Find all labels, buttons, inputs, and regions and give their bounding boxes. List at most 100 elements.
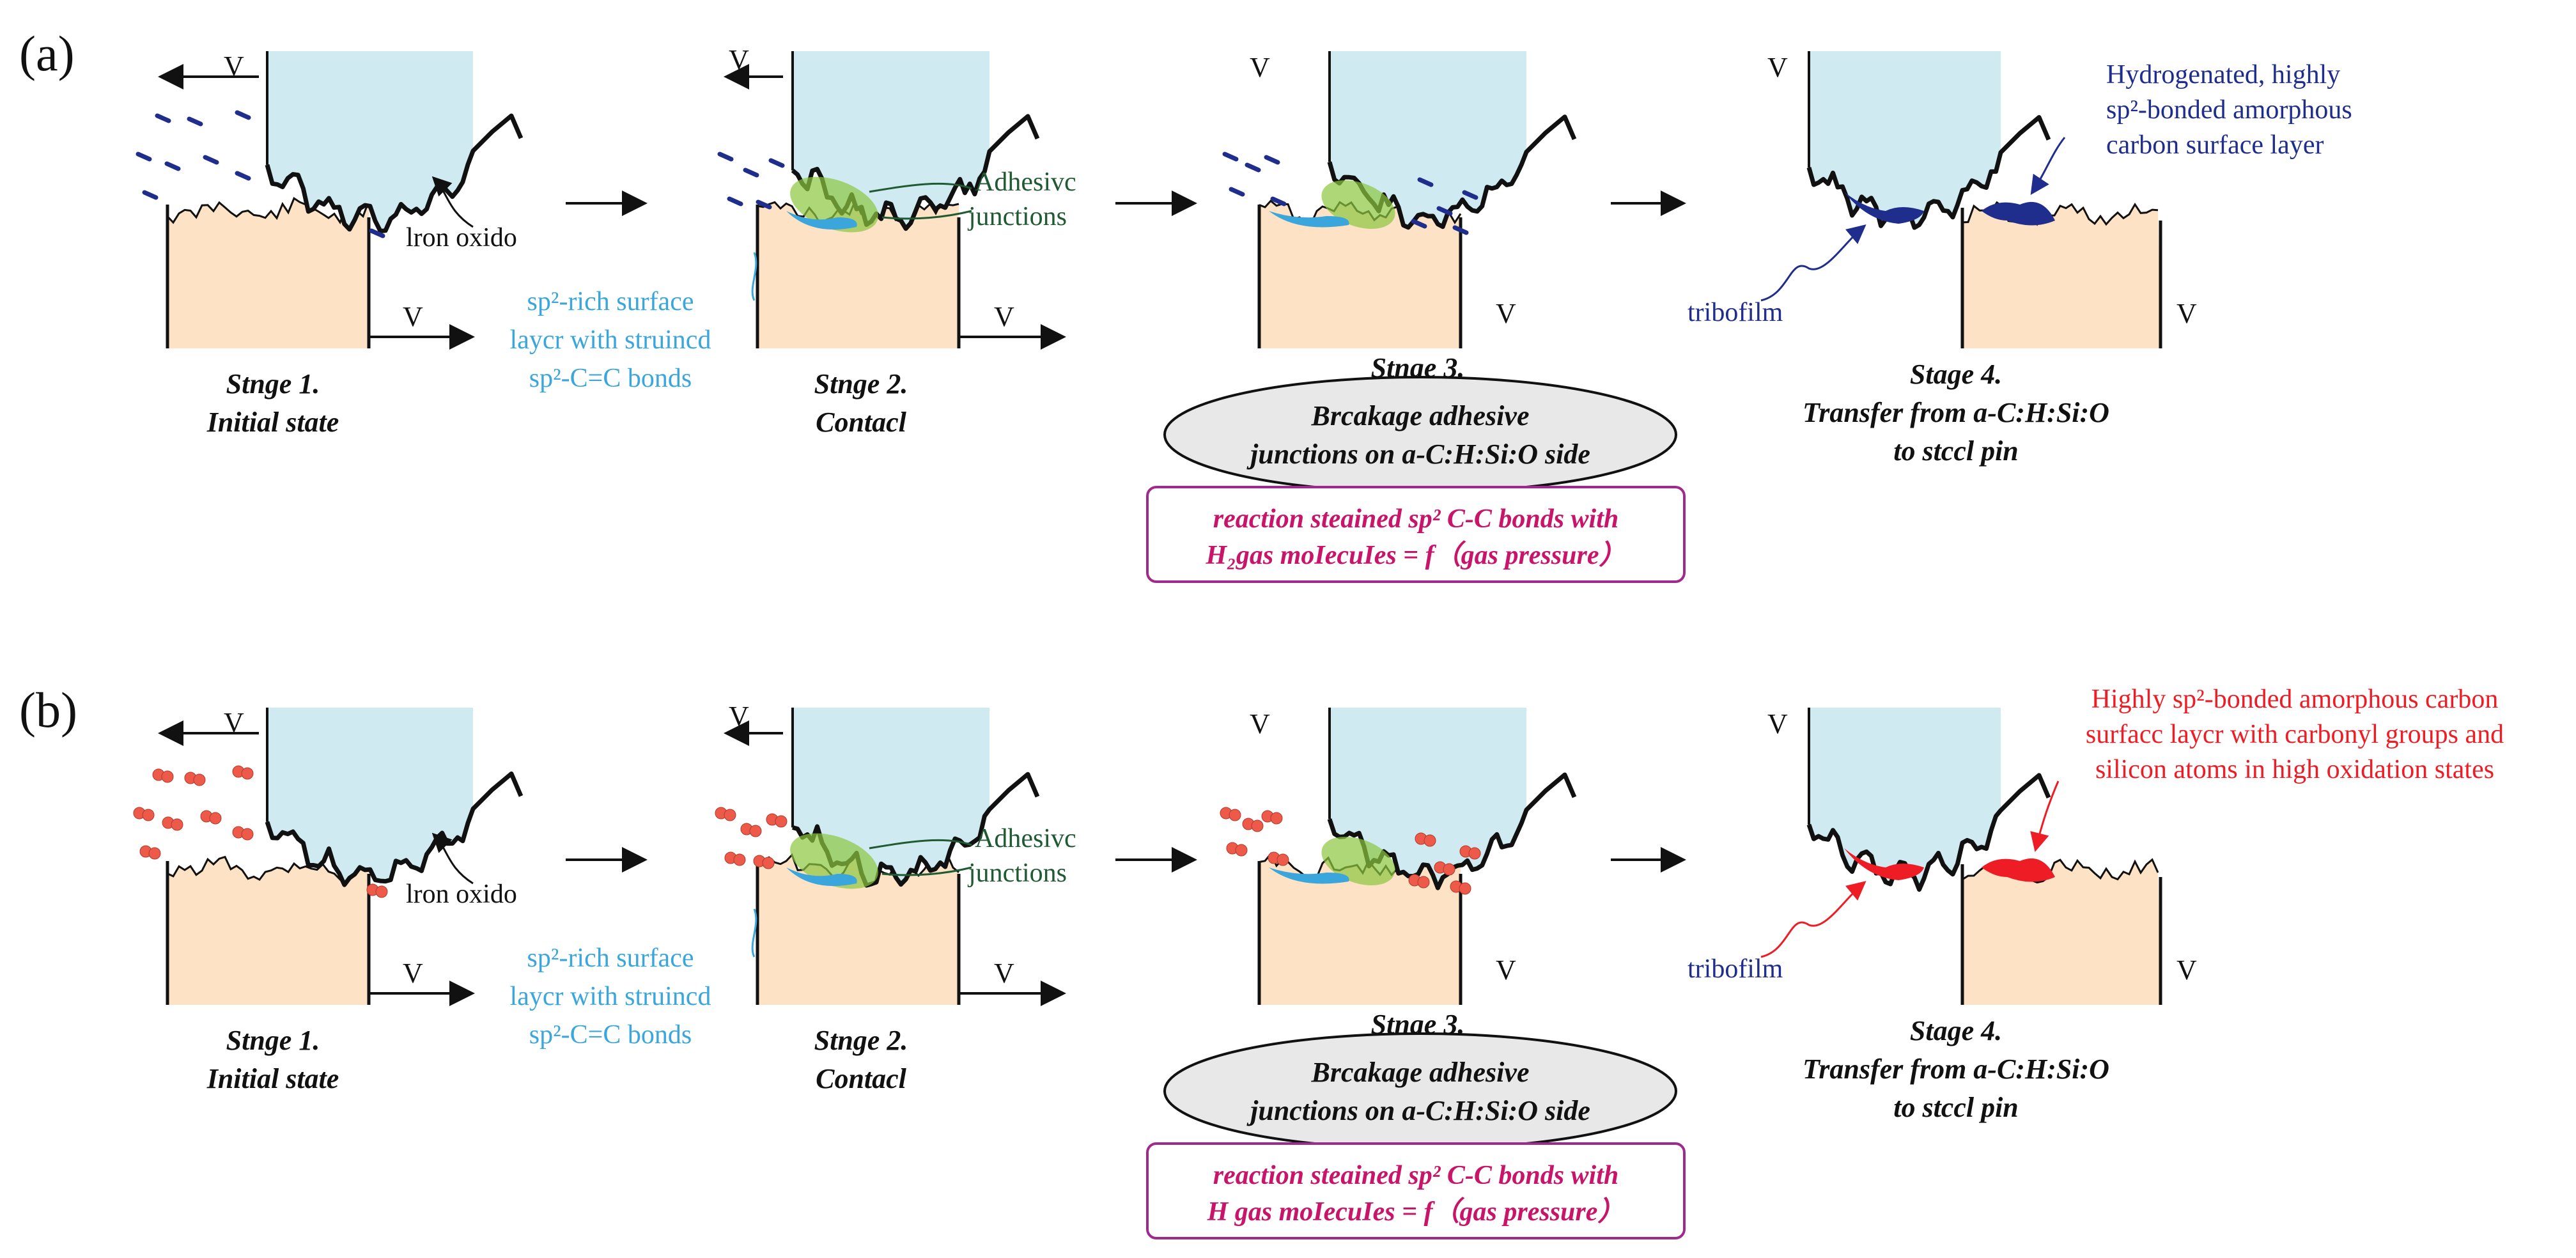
stage2-title: Stnge 2. [814, 368, 908, 400]
breakage-ellipse [1163, 376, 1677, 493]
tribofilm-block [1982, 858, 2055, 882]
sp2-note-3: sp²-C=C bonds [529, 364, 692, 393]
surface-note-1: Hydrogenated, highly [2106, 60, 2340, 89]
stage1-title: Stnge 1. [226, 1025, 320, 1056]
velocity-label: V [994, 958, 1014, 989]
surface-note-pointer [2030, 780, 2060, 852]
stage3-h2-molecule [1417, 177, 1434, 187]
reaction-line-1: reaction steained sp² C-C bonds with [1213, 504, 1619, 534]
stage3-h2-molecule [1436, 206, 1453, 216]
stage3-h2-molecule [1462, 190, 1478, 200]
stage4-subtitle-2: to stccl pin [1893, 1092, 2019, 1123]
stage1-molecule [142, 809, 155, 821]
stage4-block-fill [1962, 859, 2161, 1005]
stage3-h2-molecule [1222, 151, 1239, 162]
velocity-label: V [1250, 52, 1270, 83]
stage1-molecule [375, 885, 388, 898]
stage1-h2-molecule [155, 113, 171, 123]
sp2-layer [786, 867, 857, 887]
surface-note-3: carbon surface layer [2106, 130, 2324, 160]
surface-note-3: silicon atoms in high oxidation states [2095, 755, 2494, 784]
panel-label: (b) [19, 682, 77, 738]
iron-oxide-pointer [431, 176, 474, 228]
stage1-block-fill [167, 857, 369, 1005]
stage2-h2-molecule [727, 196, 743, 206]
velocity-label: V [729, 701, 749, 732]
stage1-h2-molecule [203, 155, 219, 165]
iron-oxide-label: lron oxido [406, 223, 517, 252]
stage3-h2-molecule [1411, 219, 1427, 229]
velocity-label: V [1767, 708, 1788, 740]
stage2-block-fill [757, 853, 959, 1005]
velocity-label: V [1496, 298, 1516, 329]
stage4-title: Stage 4. [1910, 359, 2002, 390]
stage1-h2-molecule [187, 116, 203, 127]
surface-note-2: surfacc laycr with carbonyl groups and [2086, 720, 2504, 749]
stage1-molecule [241, 767, 254, 780]
adhesive-pointer [869, 839, 972, 876]
stage4-subtitle: Transfer from a-C:H:Si:O [1803, 397, 2109, 428]
stage1-molecule [171, 818, 183, 831]
sp2-layer [786, 211, 857, 230]
stage1-h2-molecule [164, 161, 181, 171]
velocity-label: V [403, 301, 423, 332]
velocity-label: V [2176, 298, 2197, 329]
tribofilm-pointer [1760, 881, 1866, 958]
stage1-molecule [241, 828, 254, 841]
stage3-pin-fill [1330, 51, 1526, 228]
stage3-molecule [1251, 819, 1264, 832]
stage1-h2-molecule [235, 110, 251, 120]
stage4-pin-fill [1809, 708, 2001, 890]
stage2-h2-molecule [768, 158, 785, 168]
stage3-block-fill [1259, 853, 1461, 1005]
reaction-box [1146, 1142, 1686, 1239]
stage2-subtitle: Contacl [816, 407, 907, 438]
surface-note-1: Highly sp²-bonded amorphous carbon [2091, 685, 2499, 714]
stage1-block-surface [166, 197, 370, 224]
ellipse-line-1: Brcakage adhesive [1311, 400, 1530, 431]
stage3-molecule [1417, 876, 1430, 889]
velocity-label: V [1496, 954, 1516, 986]
ellipse-line-2: junctions on a-C:H:Si:O side [1246, 439, 1590, 470]
stage2-title: Stnge 2. [814, 1025, 908, 1056]
stage3-molecule [1276, 853, 1289, 866]
stage1-block-surface [167, 855, 370, 881]
stage3-molecule [1468, 847, 1481, 860]
stage2-molecule [749, 825, 762, 837]
velocity-label: V [1767, 52, 1788, 83]
stage3-molecule [1229, 809, 1241, 821]
stage2-molecule [762, 857, 775, 869]
stage3-molecule [1424, 834, 1436, 847]
surface-note-pointer [2030, 137, 2066, 195]
stage2-h2-molecule [743, 167, 759, 178]
surface-note-2: sp²-bonded amorphous [2106, 95, 2352, 125]
stage2-subtitle: Contacl [816, 1063, 907, 1094]
adhesive-junction-zone [790, 833, 878, 889]
sp2-pointer [751, 252, 757, 301]
stage3-h2-molecule [1452, 225, 1469, 235]
stage1-h2-molecule [136, 151, 152, 162]
stage1-molecule [193, 773, 206, 786]
tribofilm-pointer [1760, 224, 1866, 302]
velocity-label: V [729, 44, 749, 75]
stage3-molecule [1443, 863, 1455, 876]
stage3-h2-molecule [1270, 196, 1287, 206]
stage4-pin-surface [1806, 115, 2051, 230]
ellipse-line-1: Brcakage adhesive [1311, 1057, 1530, 1088]
adhesive-pointer [869, 182, 972, 220]
stage1-molecule [161, 770, 174, 783]
velocity-label: V [2176, 954, 2197, 986]
stage1-block-fill [167, 198, 369, 348]
velocity-label: V [224, 707, 244, 738]
sp2-note-1: sp²-rich surface [527, 287, 694, 316]
breakage-ellipse [1163, 1032, 1677, 1150]
stage1-h2-molecule [235, 171, 251, 181]
stage3-molecule [1459, 882, 1471, 895]
velocity-label: V [1250, 708, 1270, 740]
stage1-h2-molecule [142, 190, 159, 200]
